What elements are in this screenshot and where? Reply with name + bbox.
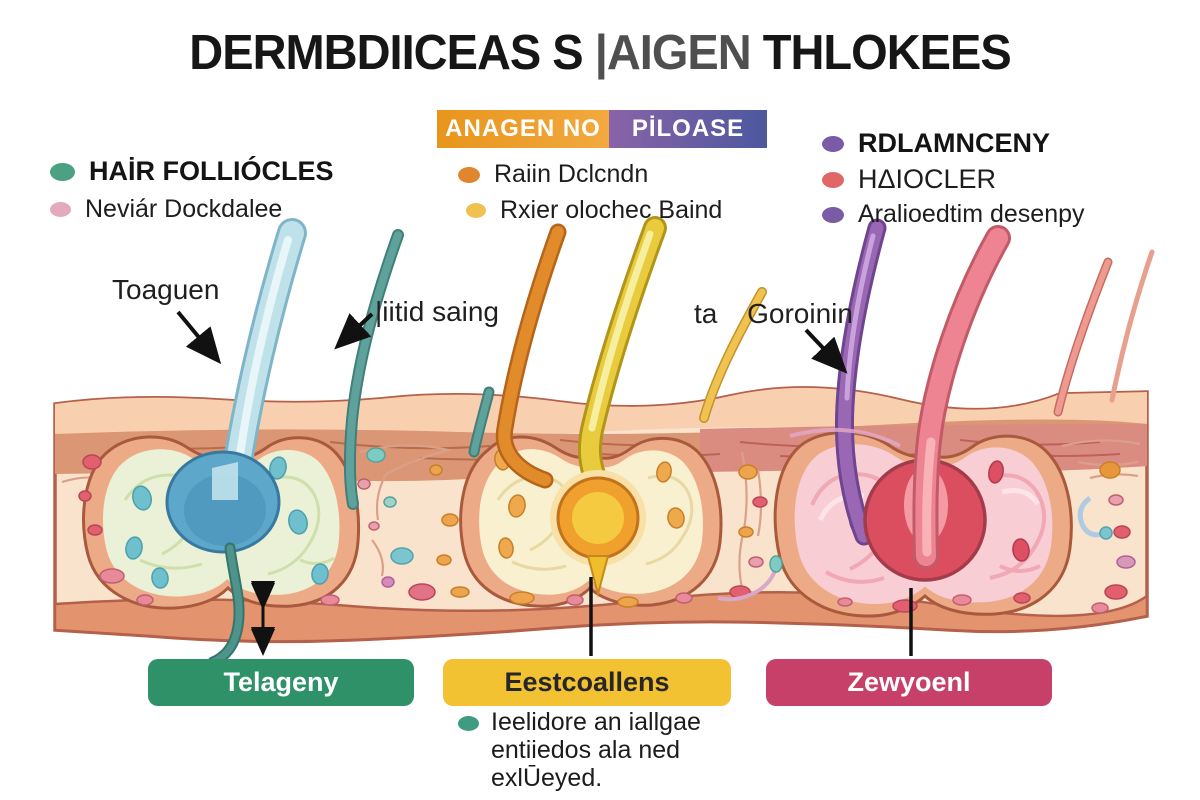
footnote-text: Ieelidore an iallgae entiiedos ala ned e… (491, 708, 701, 792)
legend-label: Rxier olochec Baind (500, 196, 723, 224)
hair-salmon-thin (1053, 249, 1155, 417)
hair-anagen-red (912, 225, 1011, 569)
phase-badge-right: PİLOASE (609, 110, 767, 148)
footnote-line: exlŪeyed. (491, 764, 603, 792)
hair-telogen-blue (223, 218, 307, 477)
hair-yellow (577, 216, 667, 492)
callout-telogen-label: Toaguen (112, 274, 220, 305)
follicle-telogen (82, 218, 495, 668)
legend-middle: Raiin Dclcndn Rxier olochec Baind (458, 160, 722, 225)
footnote: Ieelidore an iallgae entiiedos ala ned e… (458, 708, 701, 792)
hair-orange (495, 223, 567, 489)
phase-badge-left: ANAGEN NO (437, 110, 609, 148)
legend-right: RDLAMNCENY HΔIOCLER Aralioedtim desenpy (822, 128, 1085, 229)
follicle-catagen (459, 216, 767, 608)
legend-label: RDLAMNCENY (858, 128, 1050, 158)
follicle-anagen (773, 218, 1155, 618)
legend-item: Rxier olochec Baind (466, 196, 722, 225)
legend-item: HΔIOCLER (822, 164, 1085, 195)
hair-yellow-thin (699, 287, 767, 423)
telogen-specks (125, 456, 329, 589)
legend-label: Aralioedtim desenpy (858, 200, 1085, 228)
phase-badge: ANAGEN NO PİLOASE (437, 110, 767, 148)
purple-bullet-icon (822, 135, 844, 152)
orange-bullet-icon (458, 166, 480, 183)
teal-bullet-icon (458, 716, 479, 731)
callout-anagen-label: ta Goroinin (694, 298, 853, 329)
legend-item: HAİR FOLLIÓCLES (50, 156, 334, 187)
legend-label: HΔIOCLER (858, 164, 997, 194)
yellow-bullet-icon (466, 203, 486, 218)
callout-arrows (176, 310, 848, 374)
title-segment: |AIGEN (594, 23, 763, 80)
green-bullet-icon (50, 162, 75, 181)
legend-label: HAİR FOLLIÓCLES (89, 156, 334, 186)
legend-label: Raiin Dclcndn (494, 160, 649, 188)
title-segment: DERMBDIICEAS S (189, 23, 595, 80)
bulb-catagen (550, 470, 646, 598)
page-title: DERMBDIICEAS S |AIGEN THLOKEES (0, 23, 1200, 81)
title-segment: THLOKEES (762, 23, 1012, 80)
telogen-root (207, 542, 245, 668)
purple-bullet-icon (822, 206, 844, 223)
legend-item: Neviár Dockdalee (50, 195, 334, 224)
pink-bullet-icon (50, 202, 71, 217)
legend-item: RDLAMNCENY (822, 128, 1085, 159)
footnote-line: entiiedos ala ned (491, 736, 681, 764)
hair-purple (835, 218, 887, 546)
legend-label: Neviár Dockdalee (85, 195, 283, 223)
phase-bar-anagen: Zewyoenl (766, 659, 1052, 706)
legend-item: Raiin Dclcndn (458, 160, 722, 189)
legend-item: Aralioedtim desenpy (822, 200, 1085, 229)
red-bullet-icon (822, 171, 844, 188)
callout-catagen-label: |iitid saing (375, 296, 500, 327)
phase-bar-telogen: Telageny (148, 659, 414, 706)
bar-connectors (251, 577, 913, 656)
footnote-line: Ieelidore an iallgae (491, 708, 701, 736)
catagen-specks (494, 449, 685, 559)
hair-teal-thin (343, 229, 495, 510)
legend-left: HAİR FOLLIÓCLES Neviár Dockdalee (50, 156, 334, 224)
phase-bar-catagen: Eestcoallens (443, 659, 731, 706)
